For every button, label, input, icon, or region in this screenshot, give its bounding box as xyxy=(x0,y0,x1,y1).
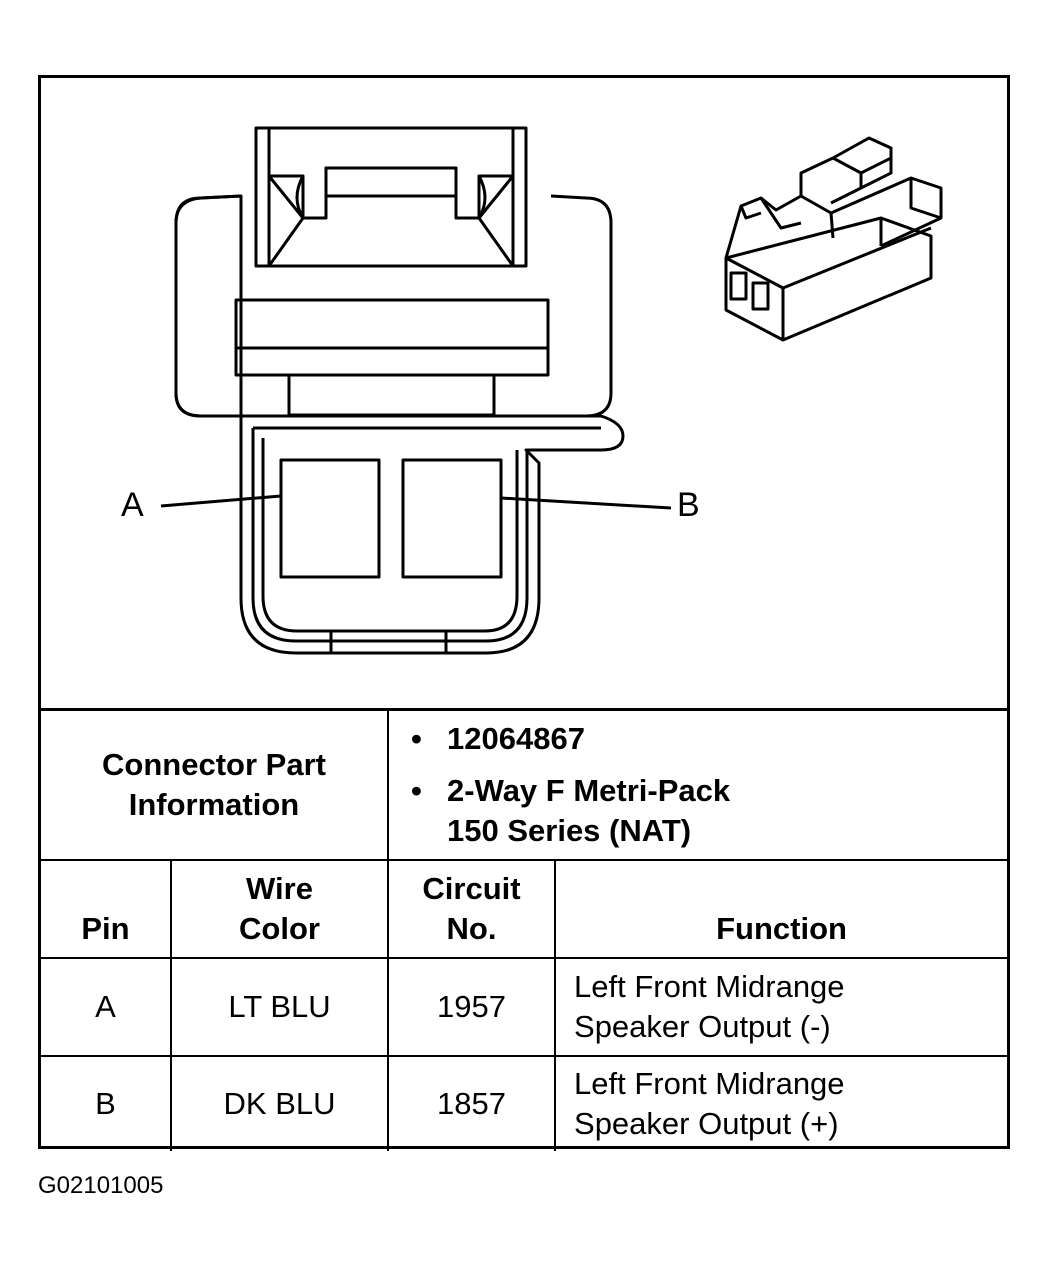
connector-type: 2-Way F Metri-Pack xyxy=(447,773,731,808)
connector-type-item: • 2-Way F Metri-Pack 150 Series (NAT) xyxy=(411,771,1007,851)
connector-drawing: A B xyxy=(41,78,1007,708)
function-line1: Left Front Midrange xyxy=(574,1066,845,1101)
header-wire-color: Wire Color xyxy=(169,859,390,959)
connector-part-info-label: Connector Part Information xyxy=(41,708,390,861)
cavity-a xyxy=(279,458,381,579)
table-row: B DK BLU 1857 Left Front Midrange Speake… xyxy=(41,1055,1008,1151)
function-cell: Left Front Midrange Speaker Output (+) xyxy=(554,1055,1008,1151)
wire-color-cell: DK BLU xyxy=(169,1055,390,1151)
cpi-label-line2: Information xyxy=(128,787,300,822)
wire-color-cell: LT BLU xyxy=(169,957,390,1057)
cpi-label-line1: Connector Part xyxy=(102,747,326,782)
bullet: • xyxy=(411,721,422,756)
part-number-item: • 12064867 xyxy=(411,719,1007,759)
header-row: Pin Wire Color Circuit No. Function xyxy=(41,859,1008,959)
table-row: A LT BLU 1957 Left Front Midrange Speake… xyxy=(41,957,1008,1057)
function-line2: Speaker Output (+) xyxy=(574,1106,839,1141)
leader-b xyxy=(500,496,672,510)
figure-code: G02101005 xyxy=(38,1172,164,1199)
header-wire-color-line1: Wire xyxy=(246,871,313,906)
header-pin: Pin xyxy=(41,859,172,959)
housing-outline xyxy=(174,194,243,418)
part-number: 12064867 xyxy=(447,721,585,756)
header-wire-color-line2: Color xyxy=(239,911,320,946)
header-circuit: Circuit No. xyxy=(387,859,557,959)
pin-label-a: A xyxy=(121,486,144,524)
pin-cell: A xyxy=(41,957,172,1057)
diagram-frame: A B Connector Part Information • 12064867… xyxy=(38,75,1010,1151)
connector-part-info-values: • 12064867 • 2-Way F Metri-Pack 150 Series … xyxy=(387,708,1008,861)
function-line1: Left Front Midrange xyxy=(574,969,845,1004)
connector-table: Connector Part Information • 12064867 • 2-… xyxy=(41,708,1008,1151)
bullet: • xyxy=(411,773,422,808)
function-line2: Speaker Output (-) xyxy=(574,1009,831,1044)
pin-cell: B xyxy=(41,1055,172,1151)
connector-part-info-row: Connector Part Information • 12064867 • 2-… xyxy=(41,708,1008,861)
circuit-cell: 1957 xyxy=(387,957,557,1057)
connector-series: 150 Series (NAT) xyxy=(447,813,692,848)
header-circuit-line1: Circuit xyxy=(422,871,521,906)
middle-block xyxy=(234,298,550,377)
connector-iso-view xyxy=(724,136,943,342)
header-function: Function xyxy=(554,859,1008,959)
latch-block xyxy=(254,126,528,268)
leader-a xyxy=(160,494,282,508)
function-cell: Left Front Midrange Speaker Output (-) xyxy=(554,957,1008,1057)
header-circuit-line2: No. xyxy=(446,911,497,946)
cavity-b xyxy=(401,458,503,579)
circuit-cell: 1857 xyxy=(387,1055,557,1151)
pin-label-b: B xyxy=(677,486,700,524)
connector-face-view xyxy=(160,126,943,655)
lower-shroud xyxy=(239,414,625,655)
